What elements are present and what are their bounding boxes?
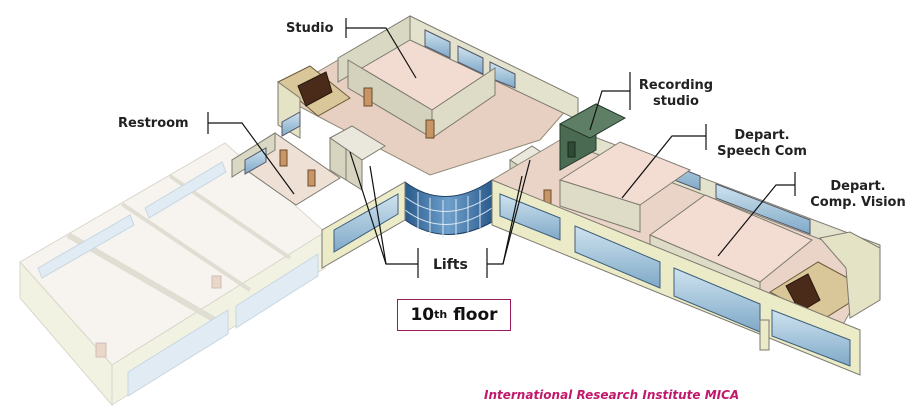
label-speech-line2: Speech Com [717, 144, 807, 159]
label-restroom: Restroom [118, 116, 189, 131]
label-dept-comp-vision: Depart. Comp. Vision [804, 179, 912, 211]
floor-word: floor [453, 305, 498, 325]
label-recording-line1: Recording [638, 78, 714, 93]
floor-suffix: th [434, 307, 448, 321]
label-vision-line1: Depart. [830, 179, 886, 194]
callout-lines [207, 18, 796, 278]
floor-number: 10 [410, 305, 435, 325]
left-wing-ghosted [19, 142, 326, 407]
label-recording-studio: Recording studio [638, 78, 714, 110]
label-lifts: Lifts [433, 257, 468, 273]
label-recording-line2: studio [653, 94, 699, 109]
institute-credit: International Research Institute MICA [484, 388, 740, 402]
label-vision-line2: Comp. Vision [810, 195, 906, 210]
label-studio: Studio [286, 21, 334, 36]
right-wing [491, 103, 881, 376]
label-dept-speech-com: Depart. Speech Com [712, 128, 812, 160]
central-wing [231, 15, 579, 269]
label-speech-line1: Depart. [734, 128, 790, 143]
